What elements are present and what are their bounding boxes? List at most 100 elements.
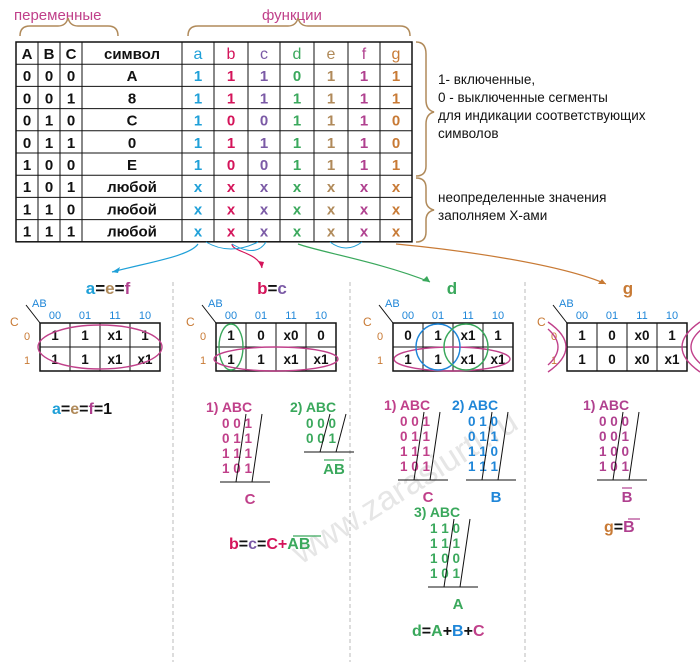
- table-cell-func: x: [194, 224, 203, 241]
- table-cell-func: 1: [392, 90, 400, 107]
- kmap-ab-label: AB: [208, 298, 223, 310]
- kmap-result-2-part-4: C+: [266, 536, 287, 553]
- table-cell-func: x: [327, 224, 336, 241]
- term-group-row: 0 0 1: [599, 429, 630, 444]
- table-cell-func: x: [293, 201, 302, 218]
- kmap-result-3-part-3: +: [443, 623, 452, 640]
- term-group-row: 1 1 1: [468, 459, 499, 474]
- term-group-row: 1 1 1: [222, 446, 253, 461]
- kmap-c-label: C: [537, 315, 546, 329]
- table-cell-var: 0: [67, 113, 75, 130]
- kmap-title-text: g: [623, 279, 633, 298]
- kmap-title: b=c: [257, 279, 287, 298]
- term-group-slash: [628, 411, 640, 481]
- table-cell-var: 0: [67, 157, 75, 174]
- table-cell-func: 1: [194, 157, 202, 174]
- kmap-cell: 1: [257, 352, 265, 367]
- kmap-cell: 1: [51, 328, 59, 343]
- group-g-edges: [547, 328, 700, 366]
- kmap-row-label: 0: [377, 331, 383, 343]
- kmap-cell: 1: [227, 328, 235, 343]
- table-cell-func: 1: [293, 157, 301, 174]
- defined-rows-brace: [415, 41, 435, 177]
- kmap-title-text: b=c: [257, 279, 287, 298]
- arrow-g: [395, 243, 607, 285]
- term-group-row: 0 1 1: [222, 431, 253, 446]
- undefined-rows-brace: [415, 177, 435, 243]
- kmap-cell: 1: [668, 328, 676, 343]
- kmap-cell: x0: [634, 352, 649, 367]
- table-cell-func: 1: [260, 135, 268, 152]
- table-cell-func: 0: [392, 135, 400, 152]
- table-cell-func: 1: [327, 113, 335, 130]
- kmap-col-label: 10: [315, 310, 327, 322]
- term-group-result: C: [423, 489, 434, 506]
- table-cell-var: 0: [45, 68, 53, 85]
- table-cell-func: 1: [327, 68, 335, 85]
- table-cell-func: x: [194, 201, 203, 218]
- variables-brace: [19, 17, 119, 37]
- kmap-cell: x1: [283, 352, 299, 367]
- var-header-A: A: [22, 46, 33, 63]
- func-header-d: d: [293, 46, 302, 63]
- term-group-row: 1 0 1: [430, 566, 461, 581]
- arrow-d: [297, 243, 431, 283]
- kmap-result-1-part-3: =: [79, 401, 88, 418]
- table-cell-symbol: любой: [107, 201, 157, 218]
- term-group-row: 1 1 1: [400, 444, 431, 459]
- term-group-row: 1 0 0: [599, 444, 629, 459]
- table-cell-func: x: [260, 201, 269, 218]
- table-cell-var: 0: [45, 179, 53, 196]
- term-group-row: 0 1 1: [468, 429, 499, 444]
- table-cell-func: x: [227, 201, 236, 218]
- table-cell-func: 1: [360, 90, 368, 107]
- table-cell-func: 1: [260, 90, 268, 107]
- table-cell-func: x: [360, 224, 369, 241]
- kmap-cell: 0: [317, 328, 325, 343]
- kmap-cell: x1: [107, 328, 123, 343]
- table-cell-func: 1: [194, 113, 202, 130]
- functions-brace: [187, 17, 411, 37]
- term-group-row: 0 0 0: [306, 416, 336, 431]
- kmap-ab-label: AB: [559, 298, 574, 310]
- kmap-result-3-part-4: B: [452, 623, 464, 640]
- arrow-a-head: [112, 267, 120, 273]
- table-cell-func: x: [327, 201, 336, 218]
- column-links: [205, 241, 363, 251]
- kmap-col-label: 10: [139, 310, 151, 322]
- func-header-b: b: [227, 46, 236, 63]
- table-cell-symbol: 8: [128, 90, 136, 107]
- kmap-cell: x1: [107, 352, 123, 367]
- table-cell-func: x: [360, 201, 369, 218]
- table-cell-var: 1: [67, 224, 75, 241]
- arrow-b-head: [258, 261, 264, 268]
- kmap-cell: x0: [634, 328, 649, 343]
- kmap-result-3: d=A+B+C: [412, 623, 485, 640]
- term-group-row: 1 1 0: [430, 521, 460, 536]
- table-cell-var: 1: [45, 201, 53, 218]
- kmap-corner-line: [25, 304, 41, 324]
- kmap-title-part-1: =: [95, 279, 105, 298]
- kmap-cell: 1: [81, 352, 89, 367]
- group-d-row1: [393, 346, 511, 372]
- table-cell-func: 0: [392, 113, 400, 130]
- kmap-cell: 1: [578, 328, 586, 343]
- kmap-cell: 0: [257, 328, 265, 343]
- kmap-title-part-0: a: [86, 279, 96, 298]
- arrow-a: [111, 243, 199, 273]
- kmap-col-label: 01: [606, 310, 618, 322]
- kmap-result-2-part-1: =: [239, 536, 248, 553]
- table-cell-symbol: C: [127, 113, 138, 130]
- func-header-g: g: [392, 46, 401, 63]
- kmap-result-1-part-5: =1: [94, 401, 112, 418]
- table-cell-func: 1: [194, 135, 202, 152]
- table-cell-var: 1: [67, 135, 75, 152]
- kmap-result-4-part-1: =: [614, 519, 623, 536]
- term-group-row: 0 1 1: [400, 429, 431, 444]
- undefined-note-line: неопределенные значения: [438, 190, 606, 205]
- kmap-cell: x1: [490, 352, 506, 367]
- table-cell-symbol: любой: [107, 179, 157, 196]
- term-group-row: 1 1 1: [430, 536, 461, 551]
